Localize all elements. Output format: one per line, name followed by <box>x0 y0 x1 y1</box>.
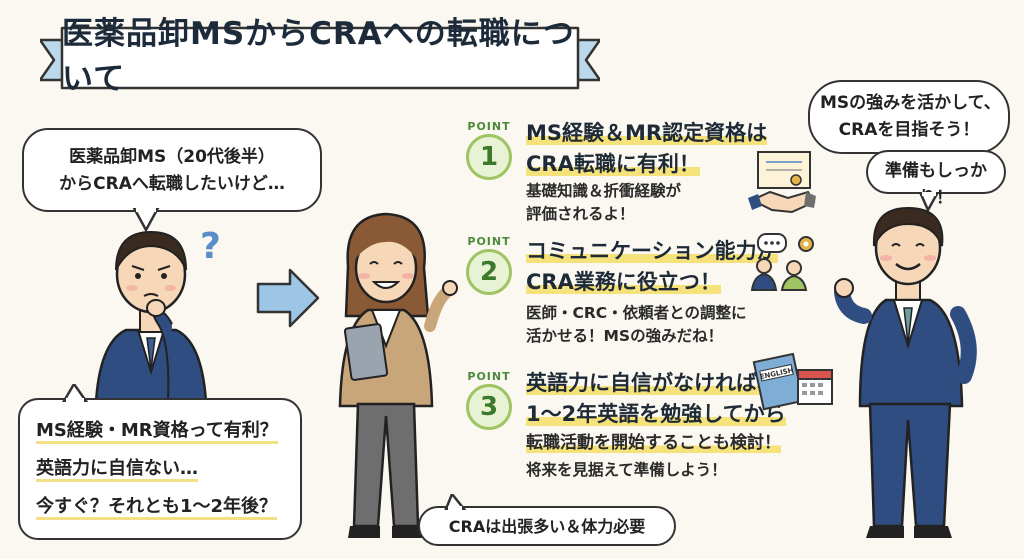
english-book-calendar-icon: ENGLISH <box>752 352 833 411</box>
point-2-text: コミュニケーション能力が CRA業務に役立つ！ 医師・CRC・依頼者との調整に … <box>526 236 778 348</box>
point-2-heading-1: コミュニケーション能力が <box>526 239 778 263</box>
point-2-body-2: 活かせる！MSの強みだね！ <box>526 327 724 345</box>
point-3-body-1: 将来を見据えて準備しよう！ <box>526 461 727 479</box>
student-figure <box>94 230 208 402</box>
title-banner <box>40 26 600 90</box>
point-number: 3 <box>466 384 512 430</box>
ready-speech-bubble: 準備もしっかり！ <box>866 150 1006 208</box>
manager-speech-bubble: MSの強みを活かして、 CRAを目指そう！ <box>808 80 1010 154</box>
manager-line-2: CRAを目指そう！ <box>838 120 980 140</box>
point-1-body-1: 基礎知識＆折衝経験が <box>526 182 682 200</box>
point-number: 1 <box>466 134 512 180</box>
point-3-text: 英語力に自信がなければ、 1〜2年英語を勉強してから 転職活動を開始することも検… <box>526 368 786 482</box>
question-1: MS経験・MR資格って有利？ <box>36 420 278 444</box>
point-2-badge: POINT 2 <box>462 235 516 295</box>
advisor-figure <box>338 212 458 538</box>
point-1-text: MS経験＆MR認定資格は CRA転職に有利！ 基礎知識＆折衝経験が 評価されるよ… <box>526 118 768 226</box>
certificate-handshake-icon <box>748 151 816 214</box>
point-3-heading-3: 転職活動を開始することも検討！ <box>526 433 781 453</box>
question-mark-icon: ? <box>200 226 221 267</box>
student-line-1: 医薬品卸MS（20代後半） <box>69 147 275 167</box>
point-2-body-1: 医師・CRC・依頼者との調整に <box>526 304 747 322</box>
bubble-tail <box>132 208 160 233</box>
right-arrow-icon <box>256 268 320 328</box>
bubble-tail <box>918 192 940 212</box>
point-3-heading-1: 英語力に自信がなければ、 <box>526 371 778 395</box>
point-1-body-2: 評価されるよ！ <box>526 205 635 223</box>
point-label: POINT <box>467 120 511 133</box>
note-bubble: CRAは出張多い＆体力必要 <box>418 506 676 546</box>
questions-bubble: MS経験・MR資格って有利？ 英語力に自信ない… 今すぐ？それとも1〜2年後？ <box>18 398 302 540</box>
question-2: 英語力に自信ない… <box>36 458 198 482</box>
point-3-heading-2: 1〜2年英語を勉強してから <box>526 402 786 426</box>
point-1-badge: POINT 1 <box>462 120 516 180</box>
point-1-heading-2: CRA転職に有利！ <box>526 152 700 176</box>
point-label: POINT <box>467 370 511 383</box>
point-3-badge: POINT 3 <box>462 370 516 430</box>
bubble-tail <box>444 494 467 510</box>
question-3: 今すぐ？それとも1〜2年後？ <box>36 496 278 520</box>
student-line-2: からCRAへ転職したいけど… <box>59 174 285 194</box>
point-2-heading-2: CRA業務に役立つ！ <box>526 270 721 294</box>
point-number: 2 <box>466 249 512 295</box>
page-title: 医薬品卸MSからCRAへの転職について <box>62 16 575 97</box>
bubble-tail <box>61 384 89 402</box>
people-chat-gear-icon <box>750 233 814 291</box>
manager-line-1: MSの強みを活かして、 <box>820 93 1001 113</box>
student-speech-bubble: 医薬品卸MS（20代後半） からCRAへ転職したいけど… <box>22 128 322 212</box>
manager-figure <box>834 206 977 538</box>
point-label: POINT <box>467 235 511 248</box>
point-1-heading-1: MS経験＆MR認定資格は <box>526 121 768 145</box>
